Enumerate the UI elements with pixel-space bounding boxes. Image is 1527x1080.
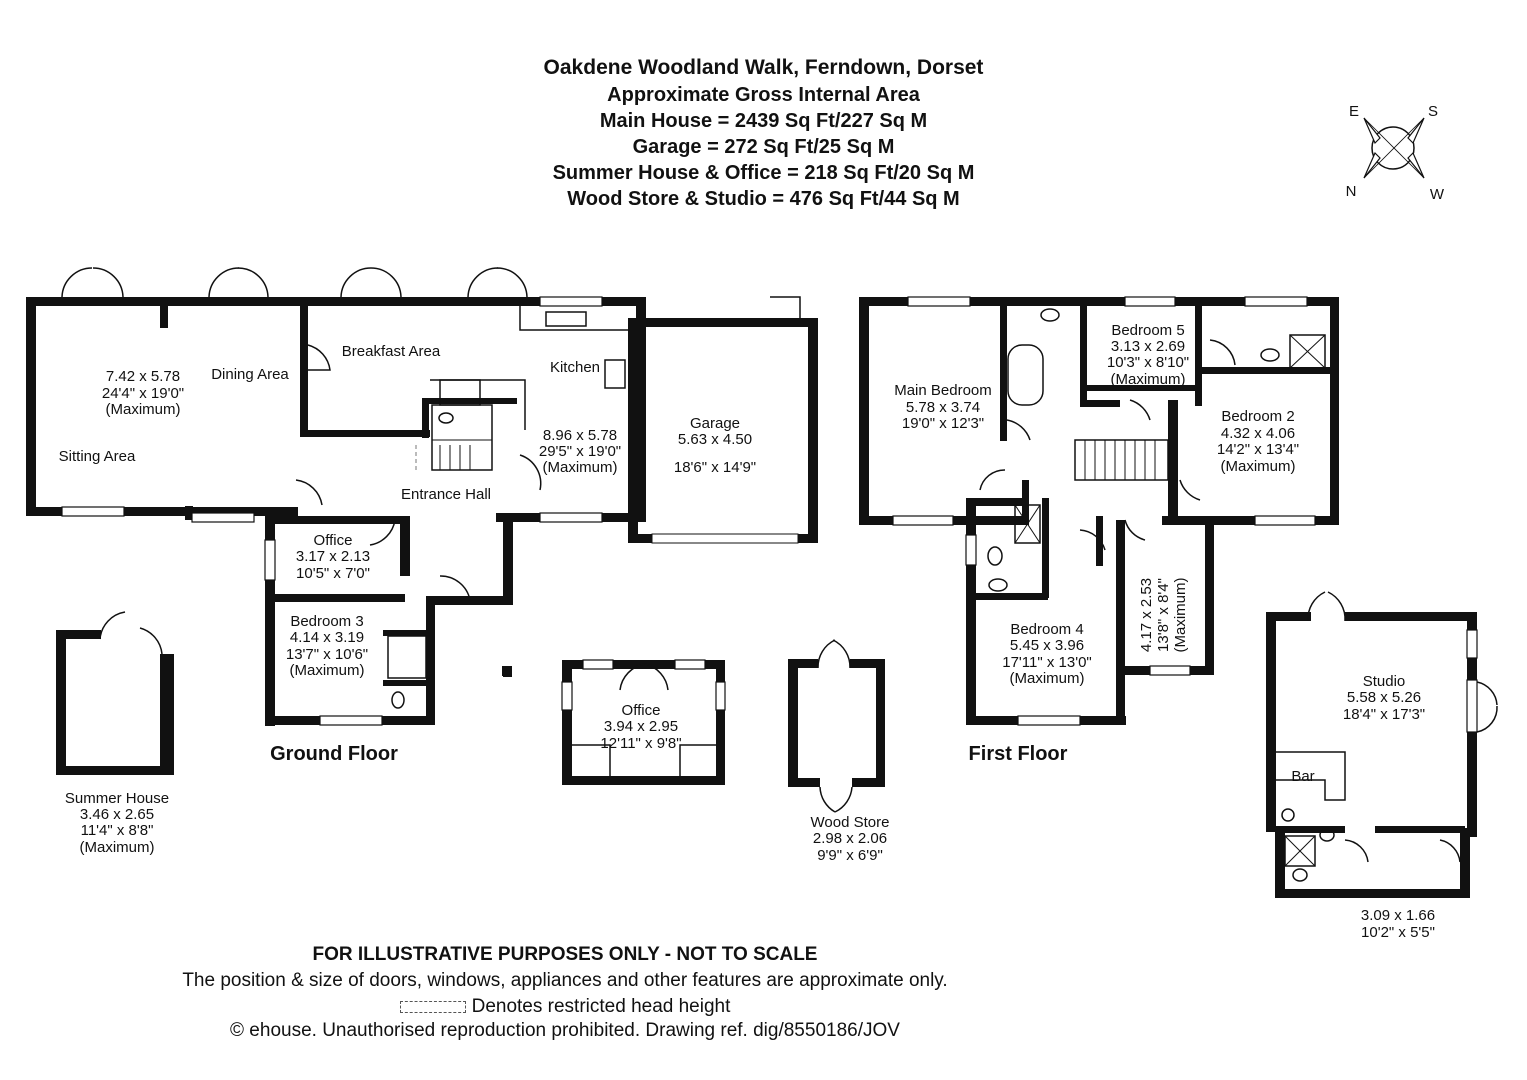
- first-floor-features: [892, 296, 1326, 726]
- area-main-house: Main House = 2439 Sq Ft/227 Sq M: [599, 110, 928, 132]
- footer-legend-text: Denotes restricted head height: [471, 996, 731, 1017]
- bedroom2-dims-imperial: 14'2" x 13'4": [1217, 441, 1299, 458]
- summer-house-dims-metric: 3.46 x 2.65: [80, 806, 154, 823]
- kitchen-label: Kitchen: [550, 359, 600, 376]
- garden-office-dims-imperial: 12'11" x 9'8": [600, 735, 681, 752]
- footer-copyright: © ehouse. Unauthorised reproduction proh…: [230, 1020, 900, 1041]
- bedroom2-label: Bedroom 2: [1221, 408, 1294, 425]
- landing-room-dims-imperial: 13'8" x 8'4": [1155, 578, 1172, 652]
- area-garage: Garage = 272 Sq Ft/25 Sq M: [632, 136, 895, 158]
- office-dims-metric: 3.17 x 2.13: [296, 548, 370, 565]
- breakfast-area-label: Breakfast Area: [342, 343, 441, 360]
- summer-house-dims-note: (Maximum): [80, 839, 155, 856]
- bedroom5-dims-metric: 3.13 x 2.69: [1111, 338, 1185, 355]
- garden-office-walls: [561, 659, 726, 785]
- compass-w: W: [1430, 186, 1445, 203]
- entrance-hall-label: Entrance Hall: [401, 486, 491, 503]
- kitchen-dims-metric: 8.96 x 5.78: [543, 427, 617, 444]
- garage-label: Garage: [690, 415, 740, 432]
- summer-house-label: Summer House: [65, 790, 169, 807]
- kitchen-dims-imperial: 29'5" x 19'0": [539, 443, 621, 460]
- ground-floor-features: [61, 267, 801, 726]
- studio-dims-imperial: 18'4" x 17'3": [1343, 706, 1425, 723]
- studio-walls: [1266, 591, 1498, 898]
- landing-room-dims-metric: 4.17 x 2.53: [1138, 578, 1155, 652]
- compass-n: N: [1346, 183, 1357, 200]
- studio-dims-metric: 5.58 x 5.26: [1347, 689, 1421, 706]
- property-title: Oakdene Woodland Walk, Ferndown, Dorset: [543, 56, 984, 79]
- area-summer-house-office: Summer House & Office = 218 Sq Ft/20 Sq …: [552, 162, 975, 184]
- area-heading: Approximate Gross Internal Area: [607, 84, 920, 106]
- bedroom5-dims-imperial: 10'3" x 8'10": [1107, 354, 1189, 371]
- office-label: Office: [314, 532, 353, 549]
- main-bedroom-label: Main Bedroom: [894, 382, 992, 399]
- footer-disclaimer: FOR ILLUSTRATIVE PURPOSES ONLY - NOT TO …: [312, 944, 818, 965]
- wood-store-walls: [788, 639, 885, 813]
- summer-house-walls: [56, 611, 174, 775]
- bedroom2-dims-metric: 4.32 x 4.06: [1221, 425, 1295, 442]
- wood-store-dims-metric: 2.98 x 2.06: [813, 830, 887, 847]
- area-wood-store-studio: Wood Store & Studio = 476 Sq Ft/44 Sq M: [567, 188, 960, 210]
- dining-area-label: Dining Area: [211, 366, 289, 383]
- bedroom3-dims-metric: 4.14 x 3.19: [290, 629, 364, 646]
- sitting-area-label: Sitting Area: [59, 448, 136, 465]
- bedroom3-label: Bedroom 3: [290, 613, 363, 630]
- bedroom2-dims-note: (Maximum): [1221, 458, 1296, 475]
- bedroom4-dims-imperial: 17'11" x 13'0": [1002, 654, 1092, 671]
- compass-e: E: [1349, 103, 1359, 120]
- bar-label: Bar: [1291, 768, 1314, 785]
- first-floor-label: First Floor: [969, 743, 1068, 765]
- main-bedroom-dims-imperial: 19'0" x 12'3": [902, 415, 984, 432]
- kitchen-dims-note: (Maximum): [543, 459, 618, 476]
- bedroom5-label: Bedroom 5: [1111, 322, 1184, 339]
- bedroom5-dims-note: (Maximum): [1111, 371, 1186, 388]
- footer-note: The position & size of doors, windows, a…: [182, 970, 948, 991]
- bedroom3-dims-note: (Maximum): [290, 662, 365, 679]
- garage-dims-imperial: 18'6" x 14'9": [674, 459, 756, 476]
- office-dims-imperial: 10'5" x 7'0": [296, 565, 370, 582]
- wood-store-dims-imperial: 9'9" x 6'9": [817, 847, 883, 864]
- summer-house-dims-imperial: 11'4" x 8'8": [81, 822, 154, 839]
- ground-floor-label: Ground Floor: [270, 743, 398, 765]
- bedroom4-dims-note: (Maximum): [1010, 670, 1085, 687]
- footer-legend: Denotes restricted head height: [0, 996, 1130, 1018]
- garage-dims-metric: 5.63 x 4.50: [678, 431, 752, 448]
- studio-shower-dims-metric: 3.09 x 1.66: [1361, 907, 1435, 924]
- bedroom4-dims-metric: 5.45 x 3.96: [1010, 637, 1084, 654]
- sitting-area-dims-note: (Maximum): [106, 401, 181, 418]
- garden-office-label: Office: [622, 702, 661, 719]
- main-bedroom-dims-metric: 5.78 x 3.74: [906, 399, 980, 416]
- sitting-area-dims-metric: 7.42 x 5.78: [106, 368, 180, 385]
- wood-store-label: Wood Store: [811, 814, 890, 831]
- bedroom4-label: Bedroom 4: [1010, 621, 1083, 638]
- garden-office-dims-metric: 3.94 x 2.95: [604, 718, 678, 735]
- room-labels: 7.42 x 5.78 24'4" x 19'0" (Maximum) Sitt…: [59, 322, 1435, 941]
- compass-s: S: [1428, 103, 1438, 120]
- bedroom3-dims-imperial: 13'7" x 10'6": [286, 646, 368, 663]
- restricted-height-swatch: [399, 1000, 466, 1013]
- landing-room-dims-note: (Maximum): [1172, 578, 1189, 653]
- studio-shower-dims-imperial: 10'2" x 5'5": [1361, 924, 1435, 941]
- compass-icon: E S N W: [1346, 103, 1445, 203]
- sitting-area-dims-imperial: 24'4" x 19'0": [102, 385, 184, 402]
- studio-label: Studio: [1363, 673, 1406, 690]
